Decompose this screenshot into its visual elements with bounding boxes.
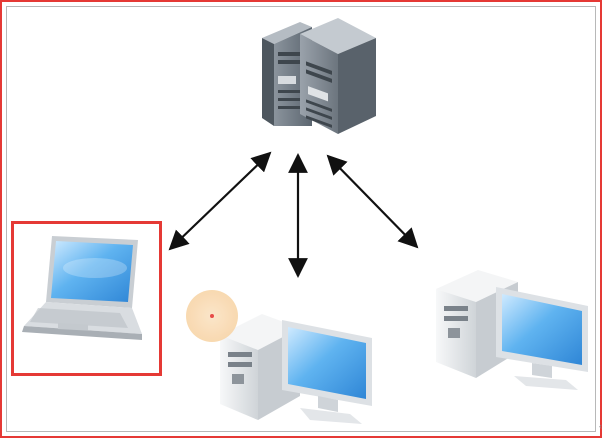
laptop-highlight-box [11,221,162,376]
cursor-highlight-icon [186,290,238,342]
diagram-border [6,6,596,432]
desktop-icon [220,314,372,424]
cursor-dot [210,314,214,318]
arrow-server-laptop [168,151,272,251]
server-icon [262,18,376,134]
desktop-icon [436,270,588,390]
laptop-icon [22,236,142,340]
edge-marker-icon: ‹ [599,421,602,431]
arrow-server-desktop-right [326,154,419,249]
